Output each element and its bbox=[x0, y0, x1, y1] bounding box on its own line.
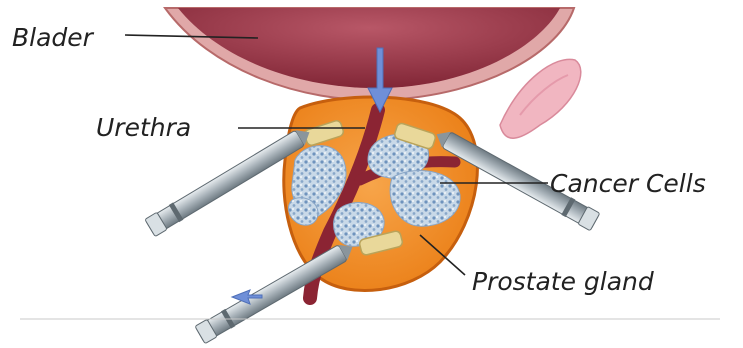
urethra-label: Urethra bbox=[96, 113, 191, 142]
seminal-vesicle bbox=[500, 59, 581, 138]
cancer-cells-label: Cancer Cells bbox=[550, 169, 706, 198]
bladder-label: Blader bbox=[12, 23, 95, 52]
prostate-gland-label: Prostate gland bbox=[472, 267, 654, 296]
